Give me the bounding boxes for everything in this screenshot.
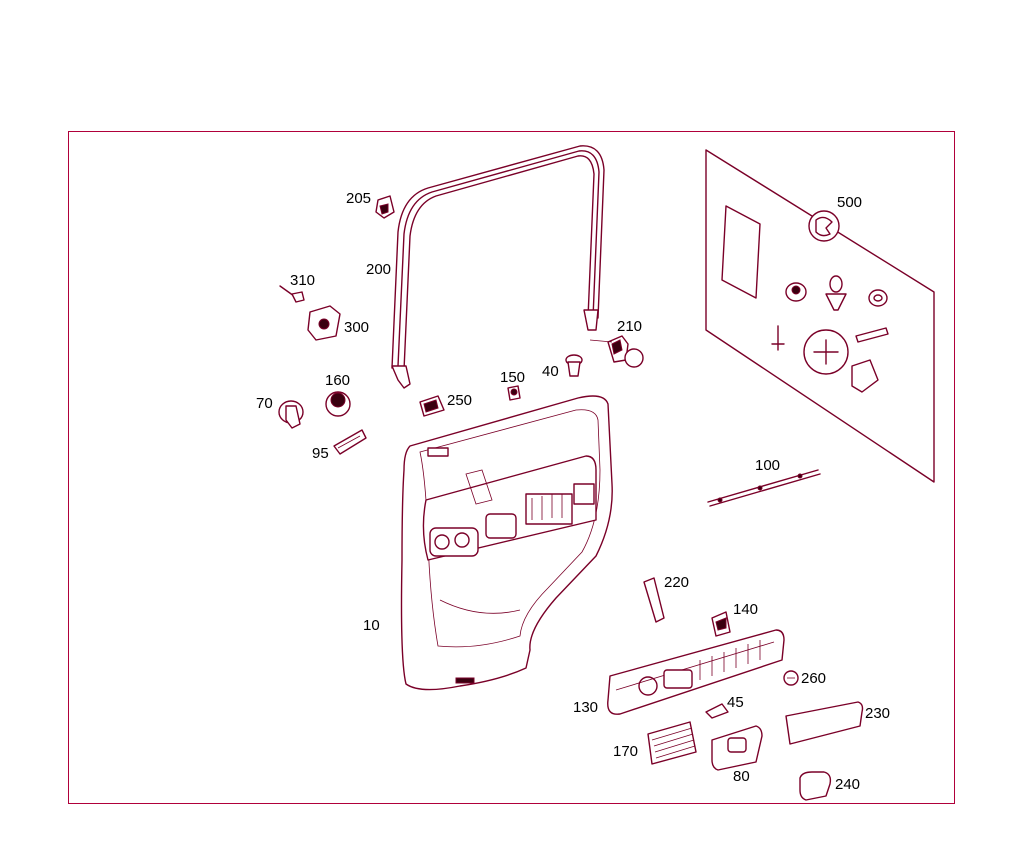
callout-labels: 205 200 310 300 160 70 95 150 40 250 210…: [256, 190, 890, 793]
callout-40: 40: [542, 363, 559, 380]
part-160-grommet[interactable]: [325, 391, 351, 417]
callout-300: 300: [344, 319, 369, 336]
part-140-clip[interactable]: [711, 611, 731, 637]
callout-170: 170: [613, 743, 638, 760]
callout-95: 95: [312, 445, 329, 462]
callout-80: 80: [733, 768, 750, 785]
part-95-trim[interactable]: [333, 429, 367, 455]
callout-130: 130: [573, 699, 598, 716]
part-80-handle[interactable]: [711, 725, 763, 771]
part-230-cover[interactable]: [785, 701, 864, 745]
callout-230: 230: [865, 705, 890, 722]
callout-45: 45: [727, 694, 744, 711]
part-205-clip[interactable]: [375, 195, 395, 219]
callout-100: 100: [755, 457, 780, 474]
callout-140: 140: [733, 601, 758, 618]
part-130-console[interactable]: [607, 629, 785, 715]
part-40-clip[interactable]: [565, 354, 583, 377]
part-150-clip[interactable]: [507, 385, 521, 401]
callout-10: 10: [363, 617, 380, 634]
part-250-switch[interactable]: [419, 395, 445, 417]
callout-160: 160: [325, 372, 350, 389]
callout-240: 240: [835, 776, 860, 793]
leader-lines: [589, 339, 613, 343]
part-220-strip[interactable]: [643, 577, 665, 623]
diagram-frame: [68, 131, 955, 804]
part-240-cap[interactable]: [799, 771, 832, 801]
part-260-screw[interactable]: [783, 670, 799, 686]
callout-205: 205: [346, 190, 371, 207]
part-10-door-panel[interactable]: [400, 395, 613, 691]
callout-260: 260: [801, 670, 826, 687]
callout-220: 220: [664, 574, 689, 591]
callout-200: 200: [366, 261, 391, 278]
callout-500: 500: [837, 194, 862, 211]
callout-210: 210: [617, 318, 642, 335]
part-100-strip[interactable]: [707, 469, 821, 507]
part-200-window-seal[interactable]: [391, 145, 605, 389]
part-310-screw[interactable]: [279, 285, 305, 303]
callout-250: 250: [447, 392, 472, 409]
part-210-pin[interactable]: [607, 335, 644, 368]
part-70-screw[interactable]: [278, 400, 304, 429]
part-300-bracket[interactable]: [307, 305, 341, 341]
part-45-cover[interactable]: [705, 703, 729, 719]
callout-310: 310: [290, 272, 315, 289]
part-170-grille[interactable]: [647, 721, 697, 765]
callout-150: 150: [500, 369, 525, 386]
callout-70: 70: [256, 395, 273, 412]
part-500-kit-panel[interactable]: [705, 149, 935, 483]
